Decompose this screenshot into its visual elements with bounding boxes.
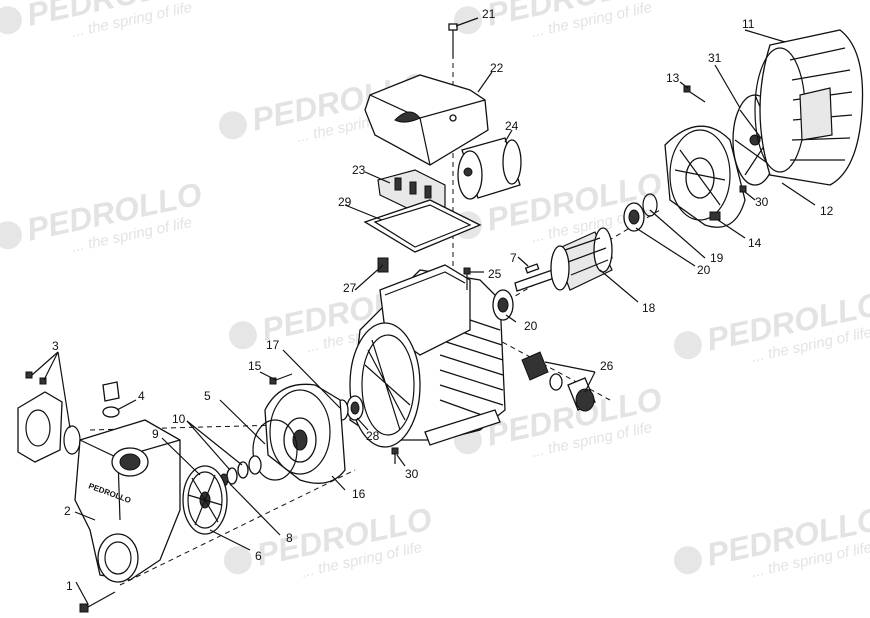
screw-21 <box>448 23 458 58</box>
gland-assembly-26 <box>521 351 596 412</box>
leader-lines <box>31 17 816 605</box>
part-label-10: 10 <box>172 412 186 426</box>
part-label-23: 23 <box>352 163 366 177</box>
watermark: PEDROLLO ... the spring of life <box>673 500 870 581</box>
watermark: PEDROLLO ... the spring of life <box>0 0 205 41</box>
part-labels: 1 2 3 4 5 6 7 8 9 10 11 12 13 14 15 16 1… <box>52 7 834 593</box>
screw-30b <box>739 185 747 193</box>
part-label-27: 27 <box>343 281 357 295</box>
part-label-9: 9 <box>152 427 159 441</box>
part-label-1: 1 <box>66 579 73 593</box>
fan-cover-11 <box>754 29 864 186</box>
bolt-1 <box>79 591 116 613</box>
part-label-12: 12 <box>820 204 834 218</box>
part-label-30a: 30 <box>405 467 419 481</box>
part-label-18: 18 <box>642 301 656 315</box>
part-label-22: 22 <box>490 61 504 75</box>
watermark: PEDROLLO ... the spring of life <box>223 500 435 581</box>
inlet-cover-3 <box>17 371 81 463</box>
key-7 <box>524 263 540 274</box>
plug-4 <box>102 381 120 418</box>
gasket-29 <box>363 199 482 253</box>
oring-5 <box>252 419 298 481</box>
screw-25 <box>463 267 471 290</box>
watermark: PEDROLLO ... the spring of life <box>673 285 870 366</box>
part-label-29: 29 <box>338 195 352 209</box>
part-label-13: 13 <box>666 71 680 85</box>
capacitor-24 <box>457 137 522 200</box>
part-label-8: 8 <box>286 531 293 545</box>
terminal-cover-22 <box>364 74 489 166</box>
pump-flange-16 <box>264 383 346 484</box>
part-label-14: 14 <box>748 236 762 250</box>
bearing-20b <box>623 202 645 232</box>
part-label-2: 2 <box>64 504 71 518</box>
seal-28 <box>346 395 364 421</box>
screw-13 <box>683 85 706 103</box>
part-label-17: 17 <box>266 338 280 352</box>
bearing-20a <box>492 289 514 321</box>
part-label-5: 5 <box>204 389 211 403</box>
pump-casing-2: PEDROLLO <box>74 419 181 583</box>
part-label-11: 11 <box>742 17 755 31</box>
part-label-4: 4 <box>138 389 145 403</box>
motor-housing <box>349 264 506 448</box>
part-label-20b: 20 <box>697 263 711 277</box>
rear-shield-14 <box>664 125 746 228</box>
washer-19 <box>642 193 658 217</box>
part-label-3: 3 <box>52 339 59 353</box>
part-label-20a: 20 <box>524 319 538 333</box>
part-label-30b: 30 <box>755 195 769 209</box>
part-label-15: 15 <box>248 359 262 373</box>
part-label-21: 21 <box>482 7 496 21</box>
seal-group-10 <box>219 455 262 487</box>
part-label-16: 16 <box>352 487 366 501</box>
part-label-25: 25 <box>488 267 502 281</box>
impeller-6 <box>182 465 228 535</box>
part-label-31: 31 <box>708 51 722 65</box>
part-label-7: 7 <box>510 251 517 265</box>
screw-30a <box>391 447 399 464</box>
rotor-18 <box>514 227 613 292</box>
part-label-28: 28 <box>366 429 380 443</box>
part-label-24: 24 <box>505 119 519 133</box>
part-label-6: 6 <box>255 549 262 563</box>
part-label-26: 26 <box>600 359 614 373</box>
part-label-19: 19 <box>710 251 724 265</box>
watermark: PEDROLLO ... the spring of life <box>0 175 205 256</box>
